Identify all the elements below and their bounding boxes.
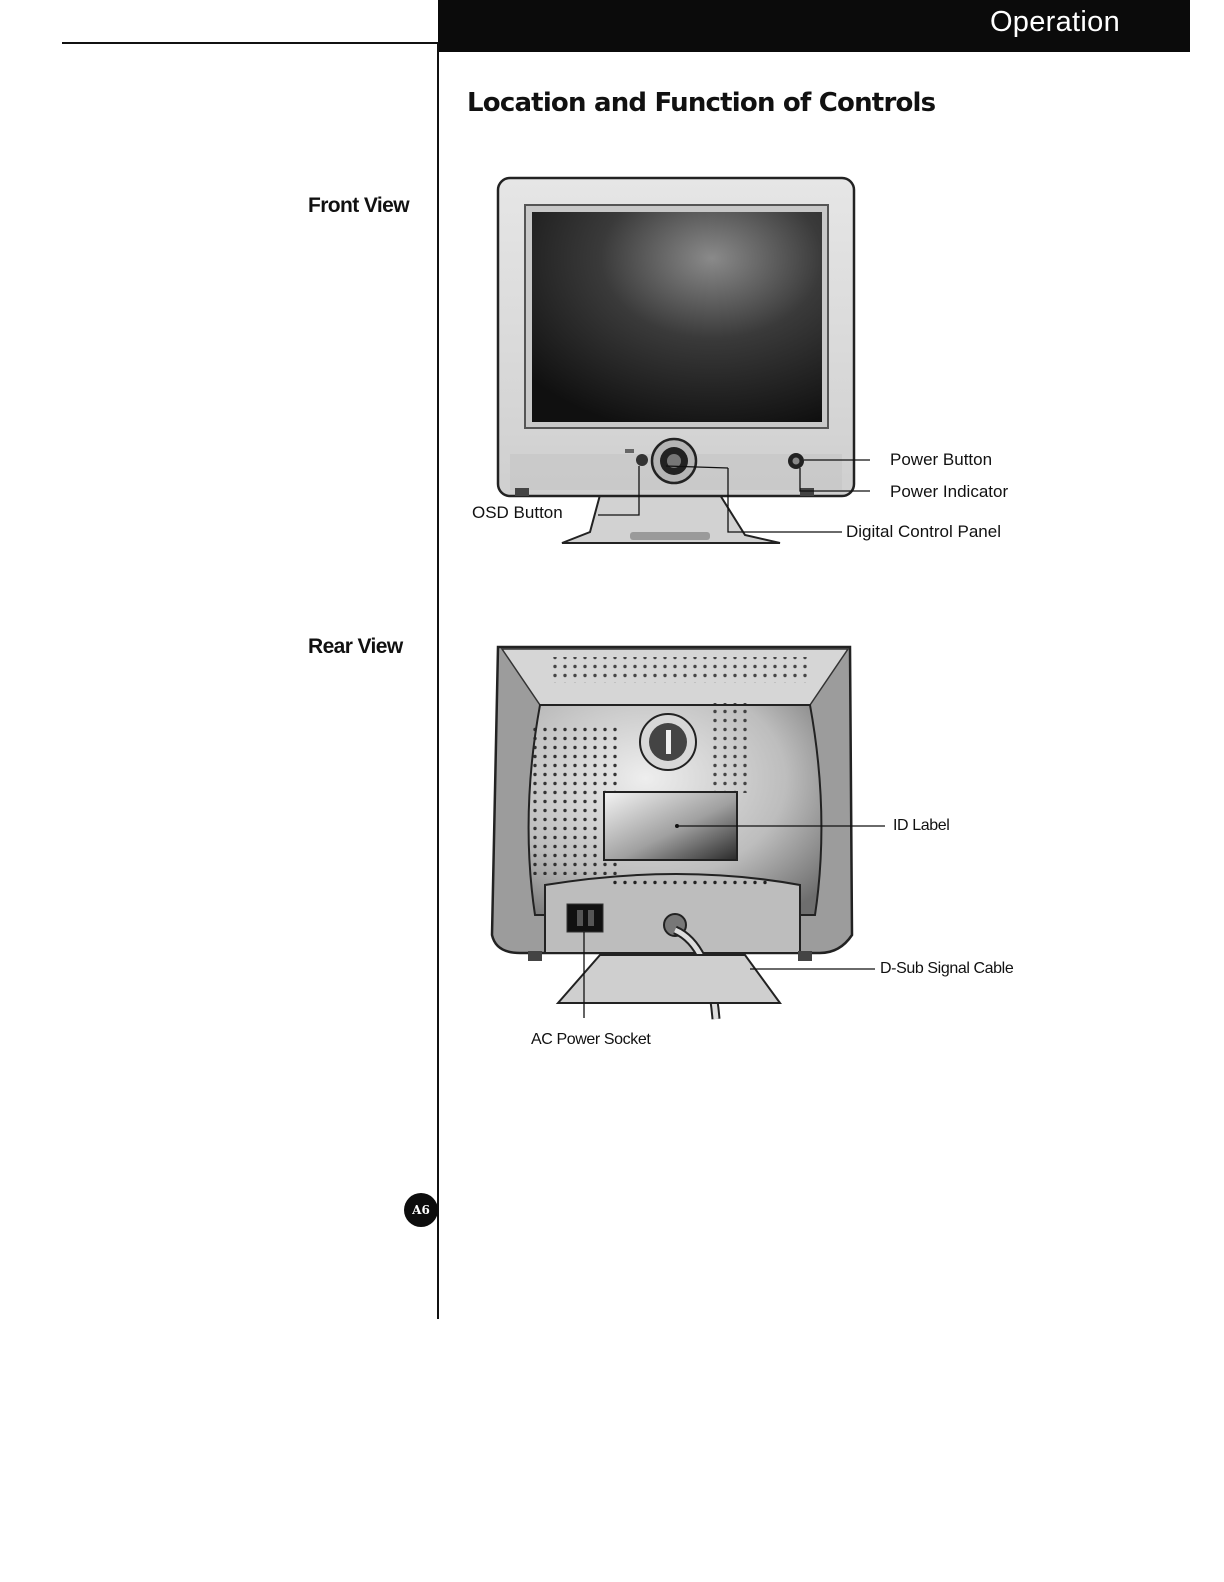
front-view-illustration <box>470 170 870 555</box>
power-button-callout: Power Button <box>890 450 992 470</box>
digital-control-panel-callout: Digital Control Panel <box>846 522 1001 542</box>
dsub-cable-callout: D-Sub Signal Cable <box>880 960 1013 978</box>
top-rule <box>62 42 439 44</box>
page-title: Location and Function of Controls <box>467 88 935 118</box>
margin-rule <box>437 44 439 1319</box>
header-bar: Operation <box>438 0 1190 52</box>
ac-power-socket-callout: AC Power Socket <box>531 1031 650 1049</box>
section-title: Operation <box>990 6 1120 39</box>
rear-view-illustration <box>480 635 900 1025</box>
id-label-callout: ID Label <box>893 817 949 835</box>
osd-button-callout: OSD Button <box>472 503 563 523</box>
front-view-label: Front View <box>308 194 409 218</box>
power-indicator-callout: Power Indicator <box>890 482 1008 502</box>
rear-view-label: Rear View <box>308 635 403 659</box>
page-number-badge: A6 <box>404 1193 438 1227</box>
